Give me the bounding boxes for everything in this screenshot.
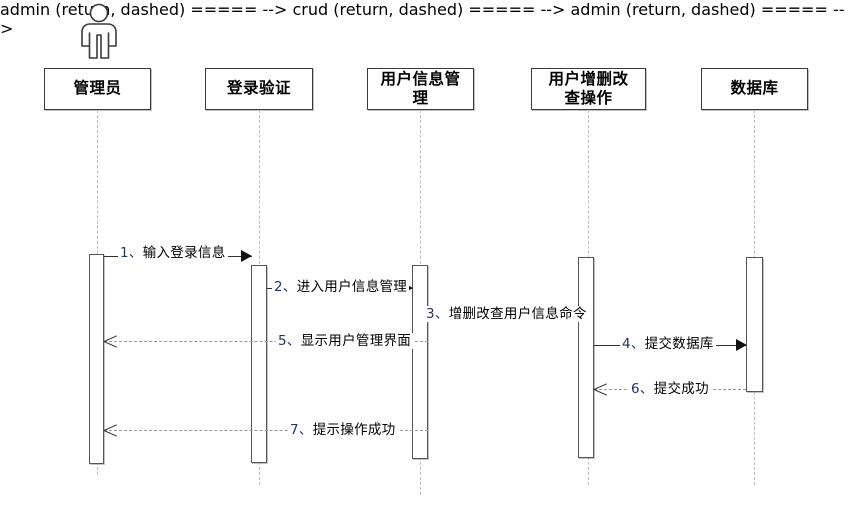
lifeline-header-database[interactable]: 数据库 — [701, 68, 808, 110]
activation-bar-crud[interactable] — [578, 257, 594, 458]
activation-bar-database[interactable] — [746, 257, 763, 392]
lifeline-header-admin[interactable]: 管理员 — [44, 68, 151, 110]
message-line-7[interactable] — [104, 430, 428, 431]
message-label-3: 3、增删改查用户信息命令 — [424, 306, 589, 322]
message-number-2: 2、 — [274, 279, 297, 295]
message-label-4: 4、提交数据库 — [620, 336, 716, 352]
message-label-7: 7、提示操作成功 — [288, 422, 398, 438]
message-label-1: 1、输入登录信息 — [118, 245, 228, 261]
message-number-5: 5、 — [278, 333, 301, 349]
message-text-3: 增删改查用户信息命令 — [448, 306, 587, 322]
message-number-4: 4、 — [622, 336, 645, 352]
message-line-5[interactable] — [104, 341, 428, 342]
actor-person-icon — [70, 2, 128, 60]
message-arrowhead-1 — [241, 250, 252, 262]
message-text-4: 提交数据库 — [644, 336, 714, 352]
message-arrowhead-4 — [736, 339, 747, 351]
message-number-1: 1、 — [120, 245, 143, 261]
message-arrowhead-7 — [103, 422, 117, 438]
message-label-6: 6、提交成功 — [629, 381, 711, 397]
message-label-2: 2、进入用户信息管理 — [272, 279, 410, 295]
message-number-7: 7、 — [290, 422, 313, 438]
message-arrowhead-5 — [103, 333, 117, 349]
lifeline-header-login[interactable]: 登录验证 — [205, 68, 313, 110]
message-text-2: 进入用户信息管理 — [296, 279, 408, 295]
message-number-6: 6、 — [631, 381, 654, 397]
lifeline-header-userinfo[interactable]: 用户信息管理 — [367, 68, 474, 110]
lifeline-label-crud: 用户增删改查操作 — [548, 69, 629, 107]
lifeline-label-admin: 管理员 — [73, 79, 122, 98]
activation-bar-login[interactable] — [251, 265, 267, 463]
message-text-1: 输入登录信息 — [142, 245, 226, 261]
lifeline-label-userinfo: 用户信息管理 — [380, 69, 461, 107]
lifeline-label-database: 数据库 — [730, 79, 779, 98]
activation-bar-admin[interactable] — [89, 254, 104, 464]
message-arrowhead-6 — [593, 381, 607, 397]
message-text-7: 提示操作成功 — [312, 422, 396, 438]
message-text-5: 显示用户管理界面 — [300, 333, 412, 349]
message-label-5: 5、显示用户管理界面 — [276, 333, 414, 349]
message-number-3: 3、 — [426, 306, 449, 322]
lifeline-header-crud[interactable]: 用户增删改查操作 — [531, 68, 646, 110]
message-text-6: 提交成功 — [653, 381, 709, 397]
lifeline-label-login: 登录验证 — [226, 79, 291, 98]
